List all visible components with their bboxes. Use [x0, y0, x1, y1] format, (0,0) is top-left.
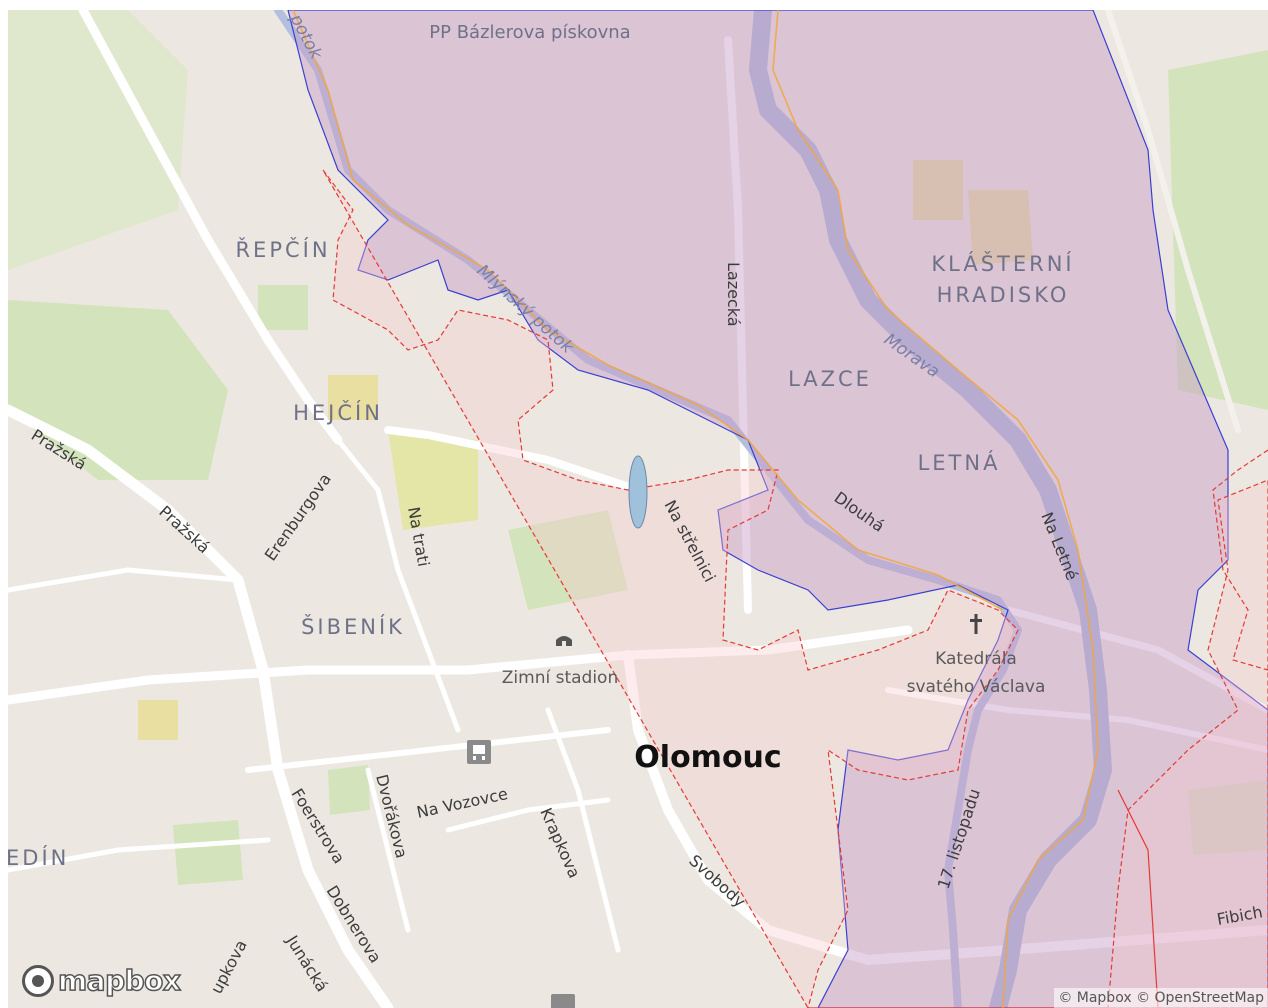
mapbox-logo[interactable]: mapbox	[22, 963, 182, 998]
map-viewport[interactable]: PP Bázlerova pískovna ŘEPČÍN HEJČÍN ŠIBE…	[8, 10, 1268, 1008]
label-katedrala-2[interactable]: svatého Václava	[907, 677, 1046, 697]
label-klasterni: KLÁŠTERNÍ	[931, 251, 1074, 276]
railway-station-icon[interactable]	[467, 740, 491, 764]
label-letna: LETNÁ	[918, 450, 1001, 475]
boundary-red-east	[1117, 789, 1159, 1008]
overlay-zone-pink	[322, 169, 1268, 1008]
river-morava	[274, 10, 1112, 1008]
label-katedrala-1[interactable]: Katedrála	[935, 649, 1017, 669]
boundary-orange-lines	[292, 10, 1099, 1008]
label-lazecka: Lazecká	[724, 262, 743, 327]
map-attribution[interactable]: © Mapbox © OpenStreetMap	[1054, 988, 1268, 1008]
pond	[628, 455, 648, 529]
boundary-red-right	[1212, 449, 1268, 671]
church-cross-icon[interactable]	[970, 614, 982, 634]
railway-station-icon-bottom[interactable]	[551, 994, 575, 1008]
park-areas	[8, 10, 1268, 885]
label-repcin: ŘEPČÍN	[235, 237, 330, 262]
mapbox-logo-icon	[22, 964, 54, 997]
label-hradisko: HRADISKO	[937, 283, 1070, 307]
map-canvas[interactable]: PP Bázlerova pískovna ŘEPČÍN HEJČÍN ŠIBE…	[8, 10, 1268, 1008]
label-lazce: LAZCE	[788, 367, 872, 391]
mapbox-wordmark: mapbox	[57, 963, 181, 998]
label-pp-bazlerova: PP Bázlerova pískovna	[429, 22, 630, 43]
stadium-icon[interactable]	[556, 636, 572, 646]
label-olomouc: Olomouc	[634, 740, 781, 775]
road-network	[8, 10, 1268, 1008]
label-sibenik: ŠIBENÍK	[301, 614, 405, 639]
label-zimni-stadion[interactable]: Zimní stadion	[502, 668, 618, 688]
overlay-zone-purple	[287, 10, 1268, 1008]
label-hejcin: HEJČÍN	[293, 400, 383, 425]
label-nedin: EDÍN	[8, 845, 69, 870]
